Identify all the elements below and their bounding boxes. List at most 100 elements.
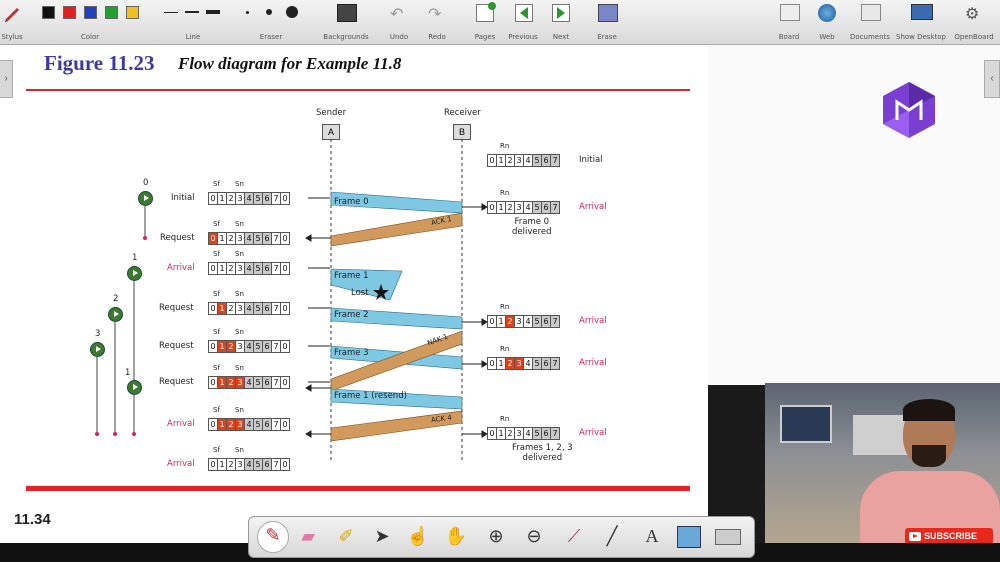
frame1-resend-label: Frame 1 (resend) bbox=[334, 391, 407, 401]
color-yellow[interactable] bbox=[126, 6, 139, 19]
documents-label: Documents bbox=[850, 33, 890, 41]
sf-pointer: Sf bbox=[213, 446, 220, 454]
previous-label: Previous bbox=[508, 33, 538, 41]
line-thin[interactable] bbox=[164, 12, 178, 13]
left-panel-toggle[interactable]: › bbox=[0, 60, 13, 98]
board-button[interactable]: Board bbox=[774, 0, 804, 44]
openboard-button[interactable]: ⚙ OpenBoard bbox=[950, 0, 998, 44]
documents-button[interactable]: Documents bbox=[848, 0, 892, 44]
keyboard-icon[interactable] bbox=[715, 529, 741, 545]
hand-drag-icon[interactable]: ✋ bbox=[444, 526, 468, 546]
sequence-cell: 0 bbox=[280, 262, 290, 275]
rn-pointer: Rn bbox=[500, 345, 510, 353]
sn-pointer: Sn bbox=[235, 290, 244, 298]
globe-icon bbox=[818, 4, 836, 22]
eraser-label: Eraser bbox=[259, 33, 283, 41]
zoom-out-icon[interactable]: ⊖ bbox=[526, 526, 542, 546]
lost-label: Lost bbox=[351, 288, 369, 298]
previous-button[interactable]: Previous bbox=[504, 0, 542, 44]
eraser-medium[interactable] bbox=[266, 9, 272, 15]
nak1-band bbox=[330, 330, 463, 392]
show-desktop-button[interactable]: Show Desktop bbox=[894, 0, 948, 44]
subscribe-button[interactable]: SUBSCRIBE bbox=[905, 528, 993, 545]
sender-event-label: Request bbox=[159, 377, 194, 387]
laser-icon[interactable]: ⟋ bbox=[567, 526, 581, 546]
pointer-icon[interactable]: ➤ bbox=[374, 526, 390, 546]
undo-button[interactable]: ↶ Undo bbox=[384, 0, 414, 44]
pen-icon[interactable]: ✎ bbox=[257, 521, 289, 553]
figure-caption: Flow diagram for Example 11.8 bbox=[178, 54, 402, 73]
sequence-cell: 7 bbox=[550, 357, 560, 370]
sequence-cell: 0 bbox=[280, 302, 290, 315]
timer-2-icon bbox=[108, 307, 123, 322]
line-medium[interactable] bbox=[185, 11, 199, 13]
receiver-event-label: Arrival bbox=[579, 202, 607, 212]
line-label: Line bbox=[185, 33, 201, 41]
timer-1-restart-icon bbox=[127, 380, 142, 395]
diagram-lines bbox=[95, 139, 488, 463]
hand-point-icon[interactable]: ☝ bbox=[406, 526, 430, 546]
eraser-small[interactable] bbox=[246, 11, 249, 14]
gear-icon: ⚙ bbox=[965, 6, 980, 23]
sender-event-label: Request bbox=[159, 303, 194, 313]
sf-pointer: Sf bbox=[213, 180, 220, 188]
color-blue[interactable] bbox=[84, 6, 97, 19]
pages-button[interactable]: Pages bbox=[470, 0, 500, 44]
subscribe-label: SUBSCRIBE bbox=[924, 531, 978, 541]
backgrounds-label: Backgrounds bbox=[323, 33, 369, 41]
ack4-band bbox=[330, 410, 463, 442]
sender-event-label: Arrival bbox=[167, 263, 195, 273]
zoom-in-icon[interactable]: ⊕ bbox=[488, 526, 504, 546]
eraser-icon[interactable]: ▰ bbox=[301, 526, 315, 546]
slide-page: Figure 11.23 Flow diagram for Example 11… bbox=[0, 45, 708, 543]
person-hair bbox=[903, 399, 955, 421]
line-thick[interactable] bbox=[206, 10, 220, 14]
sf-pointer: Sf bbox=[213, 328, 220, 336]
sequence-cell: 7 bbox=[550, 201, 560, 214]
tool-palette: ✎ ▰ ✐ ➤ ☝ ✋ ⊕ ⊖ ⟋ ╱ A bbox=[248, 516, 755, 558]
stylus-group[interactable]: Stylus bbox=[0, 0, 24, 44]
right-panel-toggle[interactable]: ‹ bbox=[984, 60, 1000, 98]
sender-event-label: Request bbox=[160, 233, 195, 243]
next-button[interactable]: Next bbox=[546, 0, 576, 44]
pages-label: Pages bbox=[474, 33, 496, 41]
sender-event-label: Arrival bbox=[167, 459, 195, 469]
color-red[interactable] bbox=[63, 6, 76, 19]
frame2-label: Frame 2 bbox=[334, 310, 369, 320]
receiver-event-label: Arrival bbox=[579, 316, 607, 326]
sequence-cell: 7 bbox=[550, 315, 560, 328]
web-button[interactable]: Web bbox=[812, 0, 842, 44]
receiver-event-label: Arrival bbox=[579, 428, 607, 438]
line-icon[interactable]: ╱ bbox=[606, 526, 618, 546]
erase-label: Erase bbox=[597, 33, 617, 41]
color-black[interactable] bbox=[42, 6, 55, 19]
highlighter-icon[interactable]: ✐ bbox=[338, 526, 354, 546]
delivered-note: Frames 1, 2, 3 delivered bbox=[512, 443, 573, 463]
stylus-icon bbox=[3, 4, 21, 22]
backgrounds-icon bbox=[337, 4, 357, 22]
timer-0-icon bbox=[138, 191, 153, 206]
capture-icon[interactable] bbox=[677, 526, 701, 548]
person-beard bbox=[912, 445, 946, 467]
backgrounds-button[interactable]: Backgrounds bbox=[318, 0, 374, 44]
board-label: Board bbox=[778, 33, 800, 41]
erase-button[interactable]: Erase bbox=[592, 0, 622, 44]
sequence-cell: 7 bbox=[550, 154, 560, 167]
top-rule bbox=[26, 89, 690, 91]
sf-pointer: Sf bbox=[213, 406, 220, 414]
redo-button[interactable]: ↷ Redo bbox=[422, 0, 452, 44]
color-label: Color bbox=[80, 33, 100, 41]
undo-label: Undo bbox=[389, 33, 409, 41]
text-icon[interactable]: A bbox=[645, 526, 659, 546]
eraser-large[interactable] bbox=[286, 6, 298, 18]
delivered-note: Frame 0 delivered bbox=[512, 217, 552, 237]
color-green[interactable] bbox=[105, 6, 118, 19]
rn-pointer: Rn bbox=[500, 189, 510, 197]
